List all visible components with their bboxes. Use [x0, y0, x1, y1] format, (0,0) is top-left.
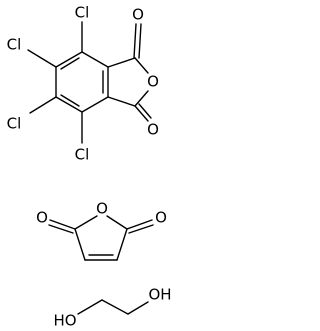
ethylene-glycol: HO OH [53, 286, 171, 330]
cl-lower-left-label: Cl [7, 115, 22, 133]
carbonyl-oxygen-top-label: O [132, 6, 144, 24]
ring-oxygen-label: O [96, 200, 108, 218]
hydroxyl-right-label: OH [148, 286, 171, 304]
bond [27, 49, 57, 68]
ring-oxygen-label: O [147, 73, 159, 91]
bond [107, 57, 136, 68]
tetrachlorophthalic-anhydride: Cl Cl Cl Cl O O O [7, 4, 159, 164]
bond [49, 219, 76, 230]
bond [116, 228, 128, 261]
bond [106, 215, 128, 230]
carbonyl-oxygen-right-label: O [155, 209, 167, 227]
bond [29, 96, 57, 114]
double-bond-inner [60, 94, 80, 107]
bond [126, 219, 153, 230]
hydroxyl-left-label: HO [53, 312, 76, 330]
bond [55, 51, 83, 68]
chemical-structures-canvas: Cl Cl Cl Cl O O O O O O HO OH [7, 4, 172, 330]
double-bond-inner [60, 57, 80, 70]
double-bond-inner [48, 224, 74, 234]
carbonyl-oxygen-bottom-label: O [147, 121, 159, 139]
maleic-anhydride: O O O [36, 200, 167, 261]
bond [81, 96, 109, 113]
bond [81, 51, 109, 68]
bond [127, 301, 149, 315]
double-bond-inner [128, 224, 154, 234]
bond [134, 57, 149, 74]
cl-upper-left-label: Cl [7, 36, 22, 54]
carbonyl-oxygen-left-label: O [36, 209, 48, 227]
bond [74, 228, 86, 261]
bond [107, 96, 136, 107]
bond [134, 90, 149, 107]
bond [134, 105, 149, 122]
double-bond-inner [138, 103, 152, 119]
cl-top-label: Cl [75, 4, 90, 22]
bond [55, 96, 83, 113]
double-bond-inner [138, 23, 142, 59]
bond [101, 299, 129, 315]
bond [77, 299, 103, 315]
cl-bottom-label: Cl [75, 146, 90, 164]
bond [74, 215, 98, 230]
bond [133, 23, 137, 59]
